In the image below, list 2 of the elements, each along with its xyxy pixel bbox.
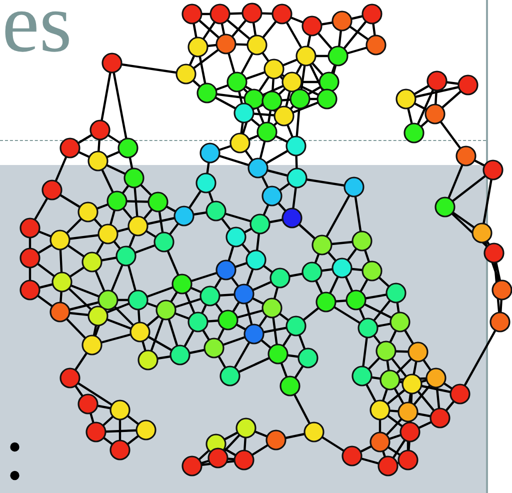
slide-title: es xyxy=(2,0,72,66)
bullet-text: : xyxy=(4,414,26,492)
